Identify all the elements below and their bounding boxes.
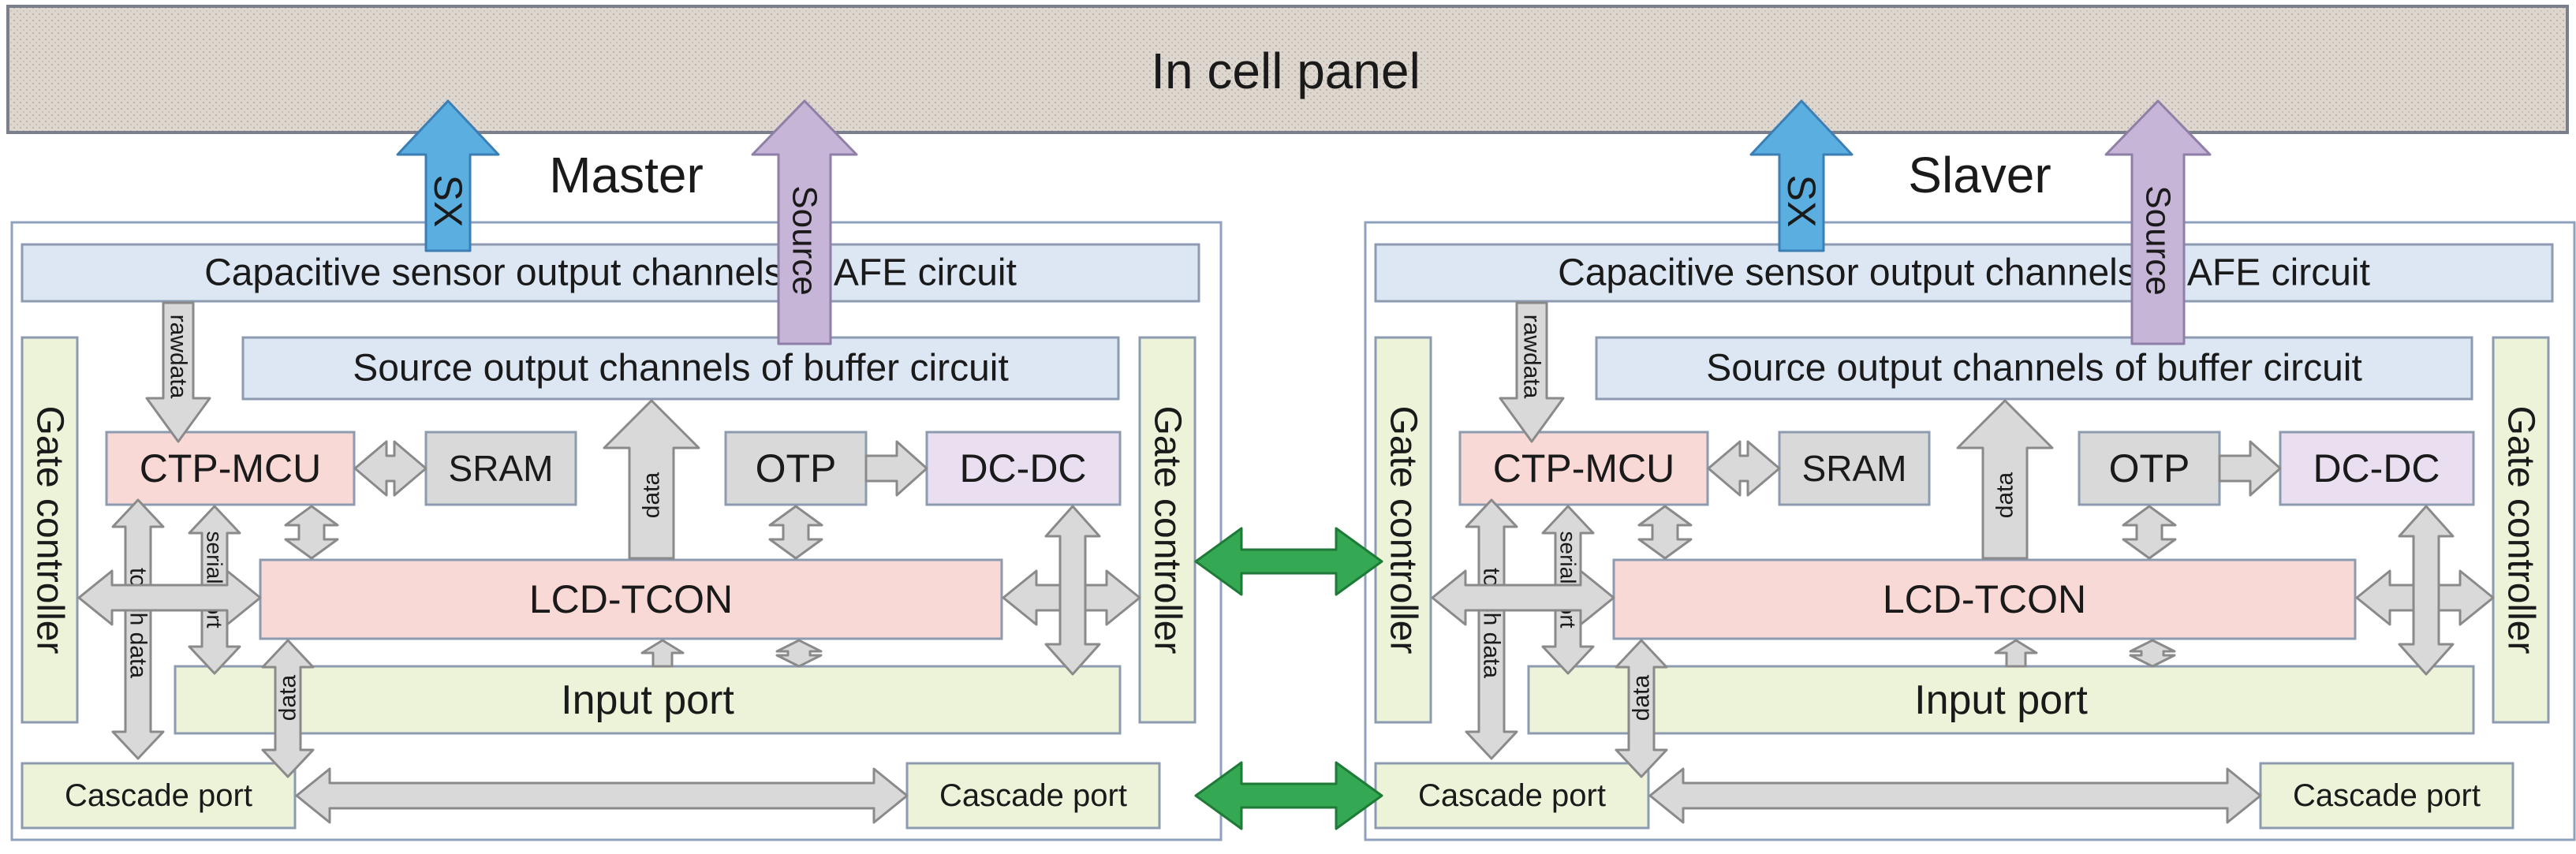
master-source-arrow bbox=[751, 99, 858, 345]
master-touch-data-arrow bbox=[111, 498, 165, 760]
master-input-port-block bbox=[174, 665, 1122, 735]
master-afe-label: Capacitive sensor output channels of AFE… bbox=[204, 252, 1017, 294]
slaver-afe-label: Capacitive sensor output channels of AFE… bbox=[1558, 252, 2370, 294]
slaver-afe-block bbox=[1374, 243, 2554, 303]
master-gate-right-block bbox=[1138, 336, 1197, 724]
master-afe-block bbox=[21, 243, 1200, 303]
master-cascade-left-label: Cascade port bbox=[65, 778, 252, 813]
slaver-dcdc-label: DC-DC bbox=[2313, 446, 2440, 490]
slaver-dcdc-input-arrow bbox=[2398, 505, 2455, 676]
slaver-input-port-label: Input port bbox=[1914, 677, 2088, 723]
slaver-sram-label: SRAM bbox=[1802, 448, 1907, 489]
master-cascade-right-block bbox=[905, 762, 1161, 830]
slaver-otp-tcon-arrow bbox=[2122, 505, 2177, 560]
master-module-frame bbox=[10, 221, 1223, 841]
master-data-up-label: data bbox=[639, 472, 665, 518]
master-cascade-left-block bbox=[21, 762, 297, 830]
master-mcu-tcon-arrow bbox=[284, 505, 339, 560]
master-rawdata-label: rawdata bbox=[166, 315, 192, 399]
slaver-data-down-arrow bbox=[1615, 639, 1668, 778]
slaver-data-up-arrow bbox=[1956, 399, 2054, 560]
master-otp-block bbox=[724, 431, 868, 506]
slaver-ctp-mcu-label: CTP-MCU bbox=[1493, 446, 1675, 490]
slaver-input-port-block bbox=[1527, 665, 2475, 735]
slaver-gate-left-block bbox=[1374, 336, 1432, 724]
slaver-sx-arrow bbox=[1749, 99, 1854, 252]
slaver-mcu-tcon-arrow bbox=[1637, 505, 1693, 560]
in-cell-panel bbox=[6, 5, 2569, 134]
link-cascade-arrow bbox=[1194, 761, 1383, 830]
master-lcd-tcon-label: LCD-TCON bbox=[529, 577, 733, 621]
master-source-buffer-block bbox=[241, 336, 1120, 401]
slaver-cascade-left-block bbox=[1374, 762, 1650, 830]
master-lcd-tcon-block bbox=[259, 558, 1003, 640]
master-dcdc-input-arrow bbox=[1044, 505, 1101, 676]
master-otp-tcon-arrow bbox=[768, 505, 823, 560]
master-ctp-mcu-label: CTP-MCU bbox=[140, 446, 322, 490]
slaver-gate-right-label: Gate controller bbox=[2500, 406, 2542, 654]
slaver-title: Slaver bbox=[1908, 147, 2051, 203]
master-cascade-right-label: Cascade port bbox=[939, 778, 1127, 813]
slaver-data-down-label: data bbox=[1629, 674, 1655, 721]
slaver-rawdata-label: rawdata bbox=[1519, 315, 1545, 399]
slaver-touch-data-arrow bbox=[1465, 498, 1518, 760]
slaver-sx-label: SX bbox=[1779, 175, 1824, 228]
slaver-gate-left-tcon-arrow bbox=[1431, 569, 1615, 626]
master-otp-dcdc-arrow bbox=[864, 440, 928, 497]
master-gate-left-label: Gate controller bbox=[29, 406, 71, 654]
master-serial-port-label: serial port bbox=[203, 531, 227, 628]
master-sram-label: SRAM bbox=[449, 448, 554, 489]
master-ctp-mcu-block bbox=[105, 431, 356, 506]
slaver-data-up-label: data bbox=[1992, 472, 2018, 518]
master-otp-label: OTP bbox=[756, 446, 837, 490]
master-input-tcon-arrow bbox=[640, 639, 685, 668]
slaver-cascade-arrow bbox=[1648, 767, 2262, 824]
slaver-tcon-input-arrow bbox=[2129, 639, 2176, 668]
slaver-dcdc-block bbox=[2279, 431, 2475, 506]
slaver-lcd-tcon-label: LCD-TCON bbox=[1883, 577, 2086, 621]
master-gate-left-block bbox=[21, 336, 79, 724]
slaver-cascade-left-label: Cascade port bbox=[1418, 778, 1606, 813]
slaver-input-tcon-arrow bbox=[1994, 639, 2038, 668]
master-gate-right-label: Gate controller bbox=[1147, 406, 1189, 654]
slaver-source-arrow bbox=[2104, 99, 2212, 345]
master-sx-arrow bbox=[396, 99, 500, 252]
slaver-sram-block bbox=[1778, 431, 1931, 506]
slaver-gate-left-label: Gate controller bbox=[1383, 406, 1424, 654]
slaver-module-frame bbox=[1364, 221, 2576, 841]
master-cascade-arrow bbox=[295, 767, 909, 824]
slaver-rawdata-arrow bbox=[1499, 301, 1565, 443]
master-rawdata-arrow bbox=[145, 301, 211, 443]
slaver-cascade-right-label: Cascade port bbox=[2293, 778, 2481, 813]
slaver-cascade-right-block bbox=[2259, 762, 2514, 830]
slaver-mcu-sram-arrow bbox=[1707, 440, 1781, 497]
master-data-down-label: data bbox=[275, 674, 301, 721]
master-input-port-label: Input port bbox=[561, 677, 734, 723]
master-title: Master bbox=[549, 147, 704, 203]
master-dcdc-block bbox=[925, 431, 1122, 506]
slaver-lcd-tcon-block bbox=[1612, 558, 2357, 640]
panel-title: In cell panel bbox=[1151, 43, 1421, 99]
slaver-otp-label: OTP bbox=[2109, 446, 2190, 490]
slaver-gate-right-block bbox=[2492, 336, 2550, 724]
master-source-label: Source bbox=[786, 185, 824, 295]
master-tcon-input-arrow bbox=[775, 639, 823, 668]
master-sx-label: SX bbox=[426, 175, 470, 228]
slaver-source-buffer-label: Source output channels of buffer circuit bbox=[1706, 348, 2362, 390]
link-gate-arrow bbox=[1194, 527, 1383, 596]
master-data-up-arrow bbox=[603, 399, 700, 560]
slaver-source-buffer-block bbox=[1595, 336, 2473, 401]
slaver-source-label: Source bbox=[2139, 185, 2178, 295]
master-source-buffer-label: Source output channels of buffer circuit bbox=[353, 348, 1009, 390]
slaver-otp-dcdc-arrow bbox=[2218, 440, 2282, 497]
master-data-down-arrow bbox=[261, 639, 315, 778]
slaver-serial-port-label: serial port bbox=[1556, 531, 1581, 628]
master-gate-left-tcon-arrow bbox=[77, 569, 262, 626]
master-dcdc-label: DC-DC bbox=[959, 446, 1086, 490]
slaver-ctp-mcu-block bbox=[1458, 431, 1709, 506]
master-mcu-sram-arrow bbox=[353, 440, 427, 497]
